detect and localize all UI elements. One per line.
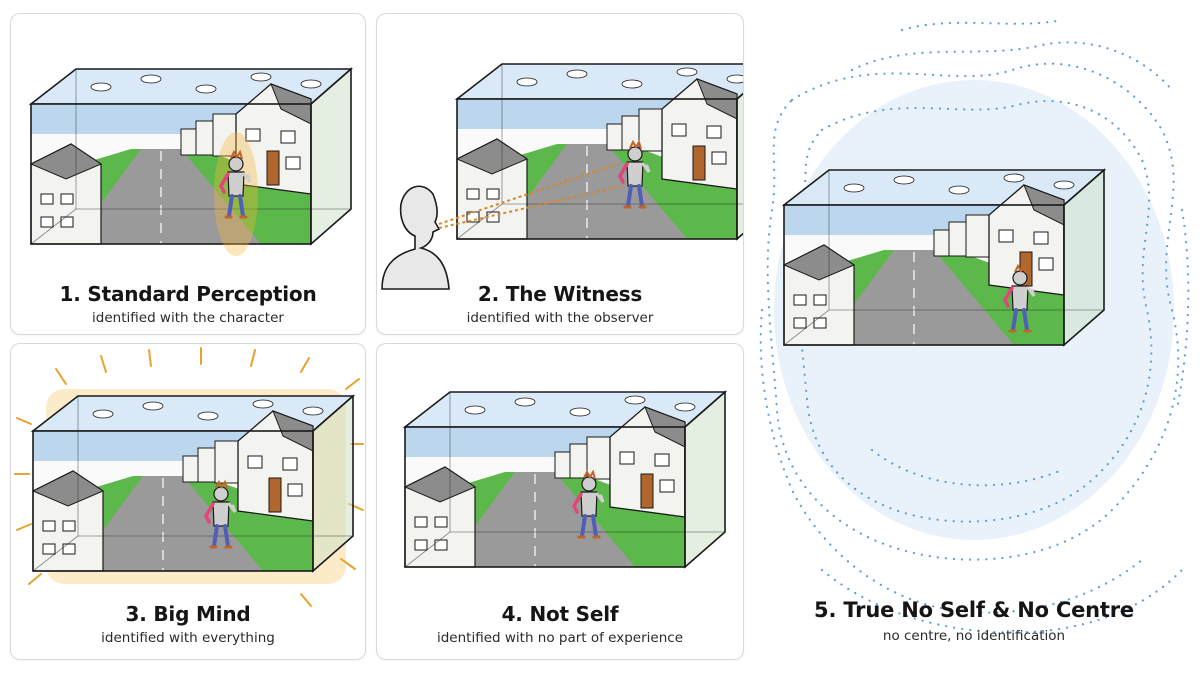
street-scene-illustration: [381, 63, 743, 290]
panel-title: 5. True No Self & No Centre: [814, 598, 1134, 622]
panel-subtitle: identified with the observer: [466, 310, 654, 326]
street-scene-illustration: [30, 68, 352, 256]
panel-title: 3. Big Mind: [125, 602, 251, 626]
panel-standard-perception: 1. Standard Perception identified with t…: [10, 13, 366, 335]
panel-true-no-self: 5. True No Self & No Centre no centre, n…: [752, 10, 1196, 665]
panel-title: 1. Standard Perception: [59, 282, 317, 306]
panel-subtitle: identified with the character: [92, 310, 284, 326]
panel-subtitle: no centre, no identification: [882, 628, 1066, 644]
panel-big-mind: 3. Big Mind identified with everything: [10, 343, 366, 660]
observer-sightline: [438, 185, 623, 229]
panel-the-witness: 2. The Witness identified with the obser…: [376, 13, 744, 335]
street-scene-illustration: [14, 347, 364, 607]
panel-title: 4. Not Self: [501, 602, 619, 626]
observer-sightline: [438, 163, 618, 225]
panel-not-self: 4. Not Self identified with no part of e…: [376, 343, 744, 660]
panel-subtitle: identified with no part of experience: [436, 630, 684, 646]
panel-subtitle: identified with everything: [101, 630, 275, 646]
panel-title: 2. The Witness: [477, 282, 643, 306]
observer-head-icon: [381, 185, 450, 290]
dotted-field-illustration: [759, 18, 1190, 634]
